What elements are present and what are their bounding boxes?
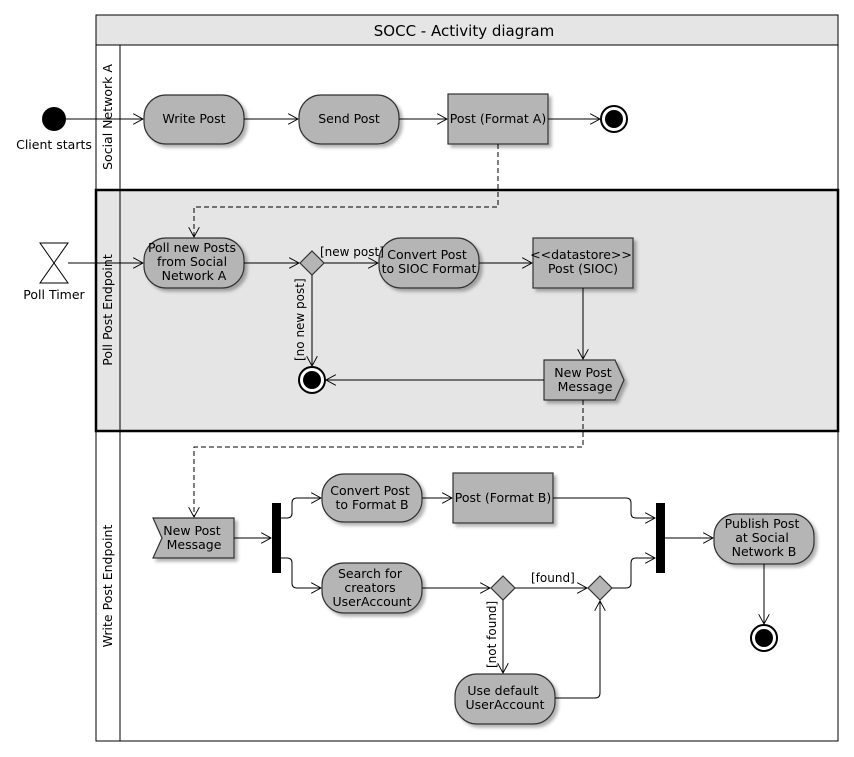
title-bar [95, 14, 839, 46]
object-post-format-b [452, 472, 554, 524]
flow-merge-to-join [612, 558, 655, 589]
receive-signal-new-post-message [152, 517, 235, 559]
action-write-post-label: Write Post [162, 111, 225, 126]
send-signal-new-post-message [543, 359, 625, 401]
final-node-social-a [600, 105, 628, 133]
action-use-default-label: Use default UserAccount [466, 683, 545, 712]
action-convert-post-sioc-label: Convert Post to SIOC Format [382, 247, 477, 276]
merge-user-account [587, 575, 613, 601]
initial-node-client [42, 107, 66, 131]
send-signal-new-post-message-label: New Post Message [554, 365, 615, 394]
action-convert-post-b-label: Convert Post to Format B [330, 483, 414, 512]
action-search-creators-label: Search for creators UserAccount [333, 566, 412, 609]
object-post-format-a-label: Post (Format A) [450, 111, 546, 126]
object-datastore-post-sioc-label: <<datastore>> Post (SIOC) [530, 247, 636, 276]
receive-signal-new-post-message-label: New Post Message [163, 523, 224, 552]
flow-use-default-to-merge [555, 601, 600, 699]
flow-fork-to-search [281, 557, 321, 588]
flow-fork-to-convert-b [281, 498, 321, 519]
lane-write-post-endpoint: Write Post Endpoint [100, 525, 115, 648]
action-poll-new-posts-label: Poll new Posts from Social Network A [148, 240, 240, 283]
object-datastore-post-sioc [532, 237, 634, 289]
guard-new-post: [new post] [320, 245, 384, 259]
final-node-poll [298, 366, 326, 394]
label-poll-timer: Poll Timer [23, 287, 85, 302]
action-send-post-label: Send Post [318, 111, 380, 126]
join-bar [656, 503, 665, 573]
object-post-format-b-label: Post (Format B) [455, 490, 551, 505]
dashed-flow-signal-to-receive [194, 400, 584, 517]
object-post-format-a [447, 93, 549, 145]
action-use-default [454, 673, 556, 725]
hourglass-poll-timer-icon [39, 242, 69, 284]
diagram-title: SOCC - Activity diagram [374, 22, 554, 40]
lane-poll-post-endpoint-area [94, 188, 840, 433]
guard-no-new-post: [no new post] [293, 278, 307, 361]
action-publish-post-label: Publish Post at Social Network B [725, 516, 804, 559]
final-node-write [750, 624, 778, 652]
flow-post-b-to-join [553, 497, 655, 518]
guard-found: [found] [531, 571, 575, 585]
lane-poll-post-endpoint: Poll Post Endpoint [100, 254, 115, 366]
guard-not-found: [not found] [485, 601, 499, 668]
label-client-starts: Client starts [16, 137, 92, 152]
lane-social-network-a: Social Network A [100, 64, 115, 170]
fork-bar [272, 503, 281, 573]
